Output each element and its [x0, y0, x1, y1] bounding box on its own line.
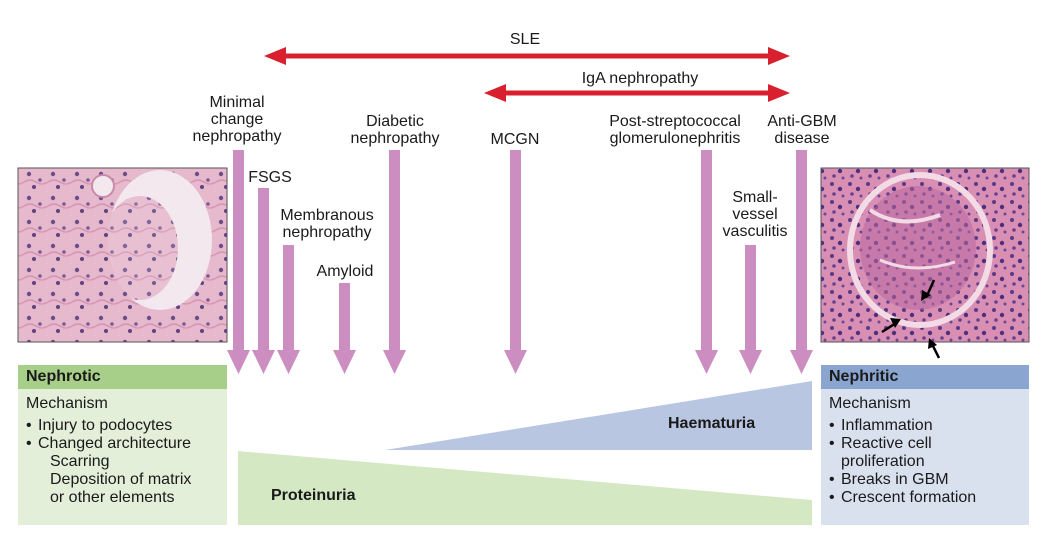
left-micrograph	[17, 167, 228, 343]
proteinuria-gradient	[238, 451, 812, 525]
fsgs-label: FSGS	[248, 169, 292, 186]
haematuria-gradient	[385, 381, 812, 450]
nephritic-item: Crescent formation	[829, 489, 1029, 507]
small-vessel-arrow	[739, 245, 762, 374]
post-streptococcal-label: Post-streptococcal glomerulonephritis	[609, 113, 741, 147]
small-vessel-label: Small- vessel vasculitis	[722, 189, 788, 240]
membranous-arrow	[277, 245, 300, 374]
amyloid-label: Amyloid	[316, 263, 374, 280]
diabetic-label: Diabetic nephropathy	[350, 113, 440, 147]
nephrotic-sub-item: Scarring	[50, 453, 110, 470]
iga-nephropathy-label: IgA nephropathy	[581, 70, 699, 87]
diabetic-arrow	[383, 150, 406, 374]
nephrotic-title: Nephrotic	[18, 365, 227, 389]
mcgn-arrow	[504, 150, 527, 374]
nephrotic-sub-item: Deposition of matrix	[50, 471, 192, 488]
nephritic-item: Breaks in GBM	[829, 471, 1029, 489]
anti-gbm-arrow	[790, 150, 813, 374]
nephrotic-item: Injury to podocytes	[26, 417, 227, 435]
anti-gbm-label: Anti-GBM disease	[767, 113, 837, 147]
nephritic-mechanism-heading: Mechanism	[829, 395, 911, 412]
nephrotic-sub-item: or other elements	[50, 489, 175, 506]
proteinuria-label: Proteinuria	[271, 487, 356, 504]
haematuria-label: Haematuria	[668, 415, 756, 432]
nephritic-item: Inflammation	[829, 417, 1029, 435]
fsgs-arrow	[252, 188, 275, 374]
crescent-indicator-arrows	[881, 279, 941, 359]
membranous-label: Membranous nephropathy	[280, 207, 374, 241]
nephritic-title: Nephritic	[821, 365, 1029, 389]
nephritic-item: Reactive cell	[829, 435, 1029, 453]
minimal-change-label: Minimal change nephropathy	[192, 94, 282, 145]
amyloid-arrow	[333, 283, 356, 374]
nephrotic-item: Changed architecture	[26, 435, 227, 453]
nephrotic-body: Mechanism Injury to podocytes Changed ar…	[18, 389, 227, 525]
iga-arrow	[484, 84, 790, 102]
sle-label: SLE	[509, 31, 541, 48]
post-strep-arrow	[695, 150, 718, 374]
nephritic-item-continuation: proliferation	[841, 453, 925, 470]
mcgn-label: MCGN	[490, 131, 540, 148]
nephrotic-mechanism-heading: Mechanism	[26, 395, 108, 412]
minimal-change-arrow	[227, 150, 250, 374]
nephritic-body: Mechanism Inflammation Reactive cell pro…	[821, 389, 1029, 525]
right-micrograph	[820, 167, 1030, 343]
sle-arrow	[264, 47, 790, 65]
